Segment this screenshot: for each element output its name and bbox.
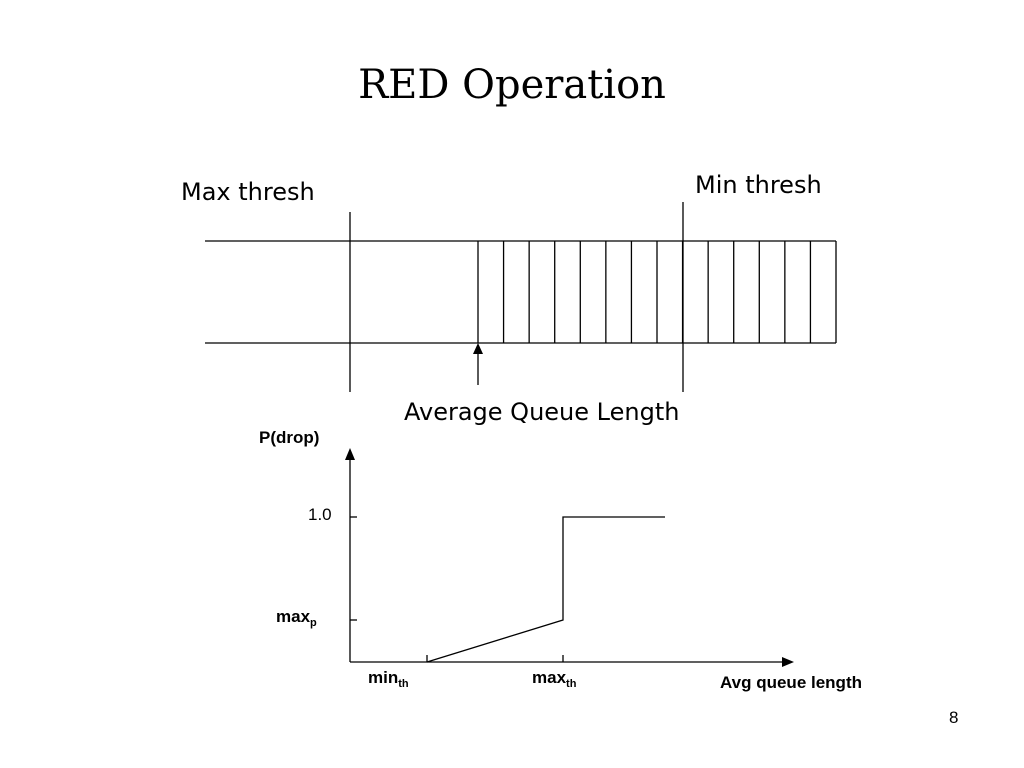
avg-queue-arrow-head [473, 343, 483, 354]
drop-probability-graph [345, 448, 794, 667]
y-axis-label: P(drop) [259, 428, 320, 447]
min-thresh-label: Min thresh [695, 171, 822, 199]
x-tick-max-label: maxth [532, 668, 576, 690]
y-tick-one-label: 1.0 [308, 505, 332, 524]
maxth-base: max [532, 668, 567, 687]
x-axis-label: Avg queue length [720, 673, 862, 692]
maxp-sub: p [310, 617, 317, 629]
page-number: 8 [949, 708, 959, 727]
y-tick-maxp-label: maxp [276, 607, 317, 629]
queue-slots [477, 241, 812, 343]
maxp-base: max [276, 607, 311, 626]
y-axis-arrow [345, 448, 355, 460]
avg-queue-label: Average Queue Length [404, 398, 680, 426]
queue-diagram [205, 202, 837, 392]
x-tick-min-label: minth [368, 668, 409, 690]
drop-probability-curve [426, 516, 665, 663]
slide-title: RED Operation [358, 62, 666, 108]
max-thresh-label: Max thresh [181, 178, 315, 206]
minth-base: min [368, 668, 399, 687]
maxth-sub: th [566, 678, 577, 690]
x-axis-arrow [782, 657, 794, 667]
minth-sub: th [398, 678, 409, 690]
